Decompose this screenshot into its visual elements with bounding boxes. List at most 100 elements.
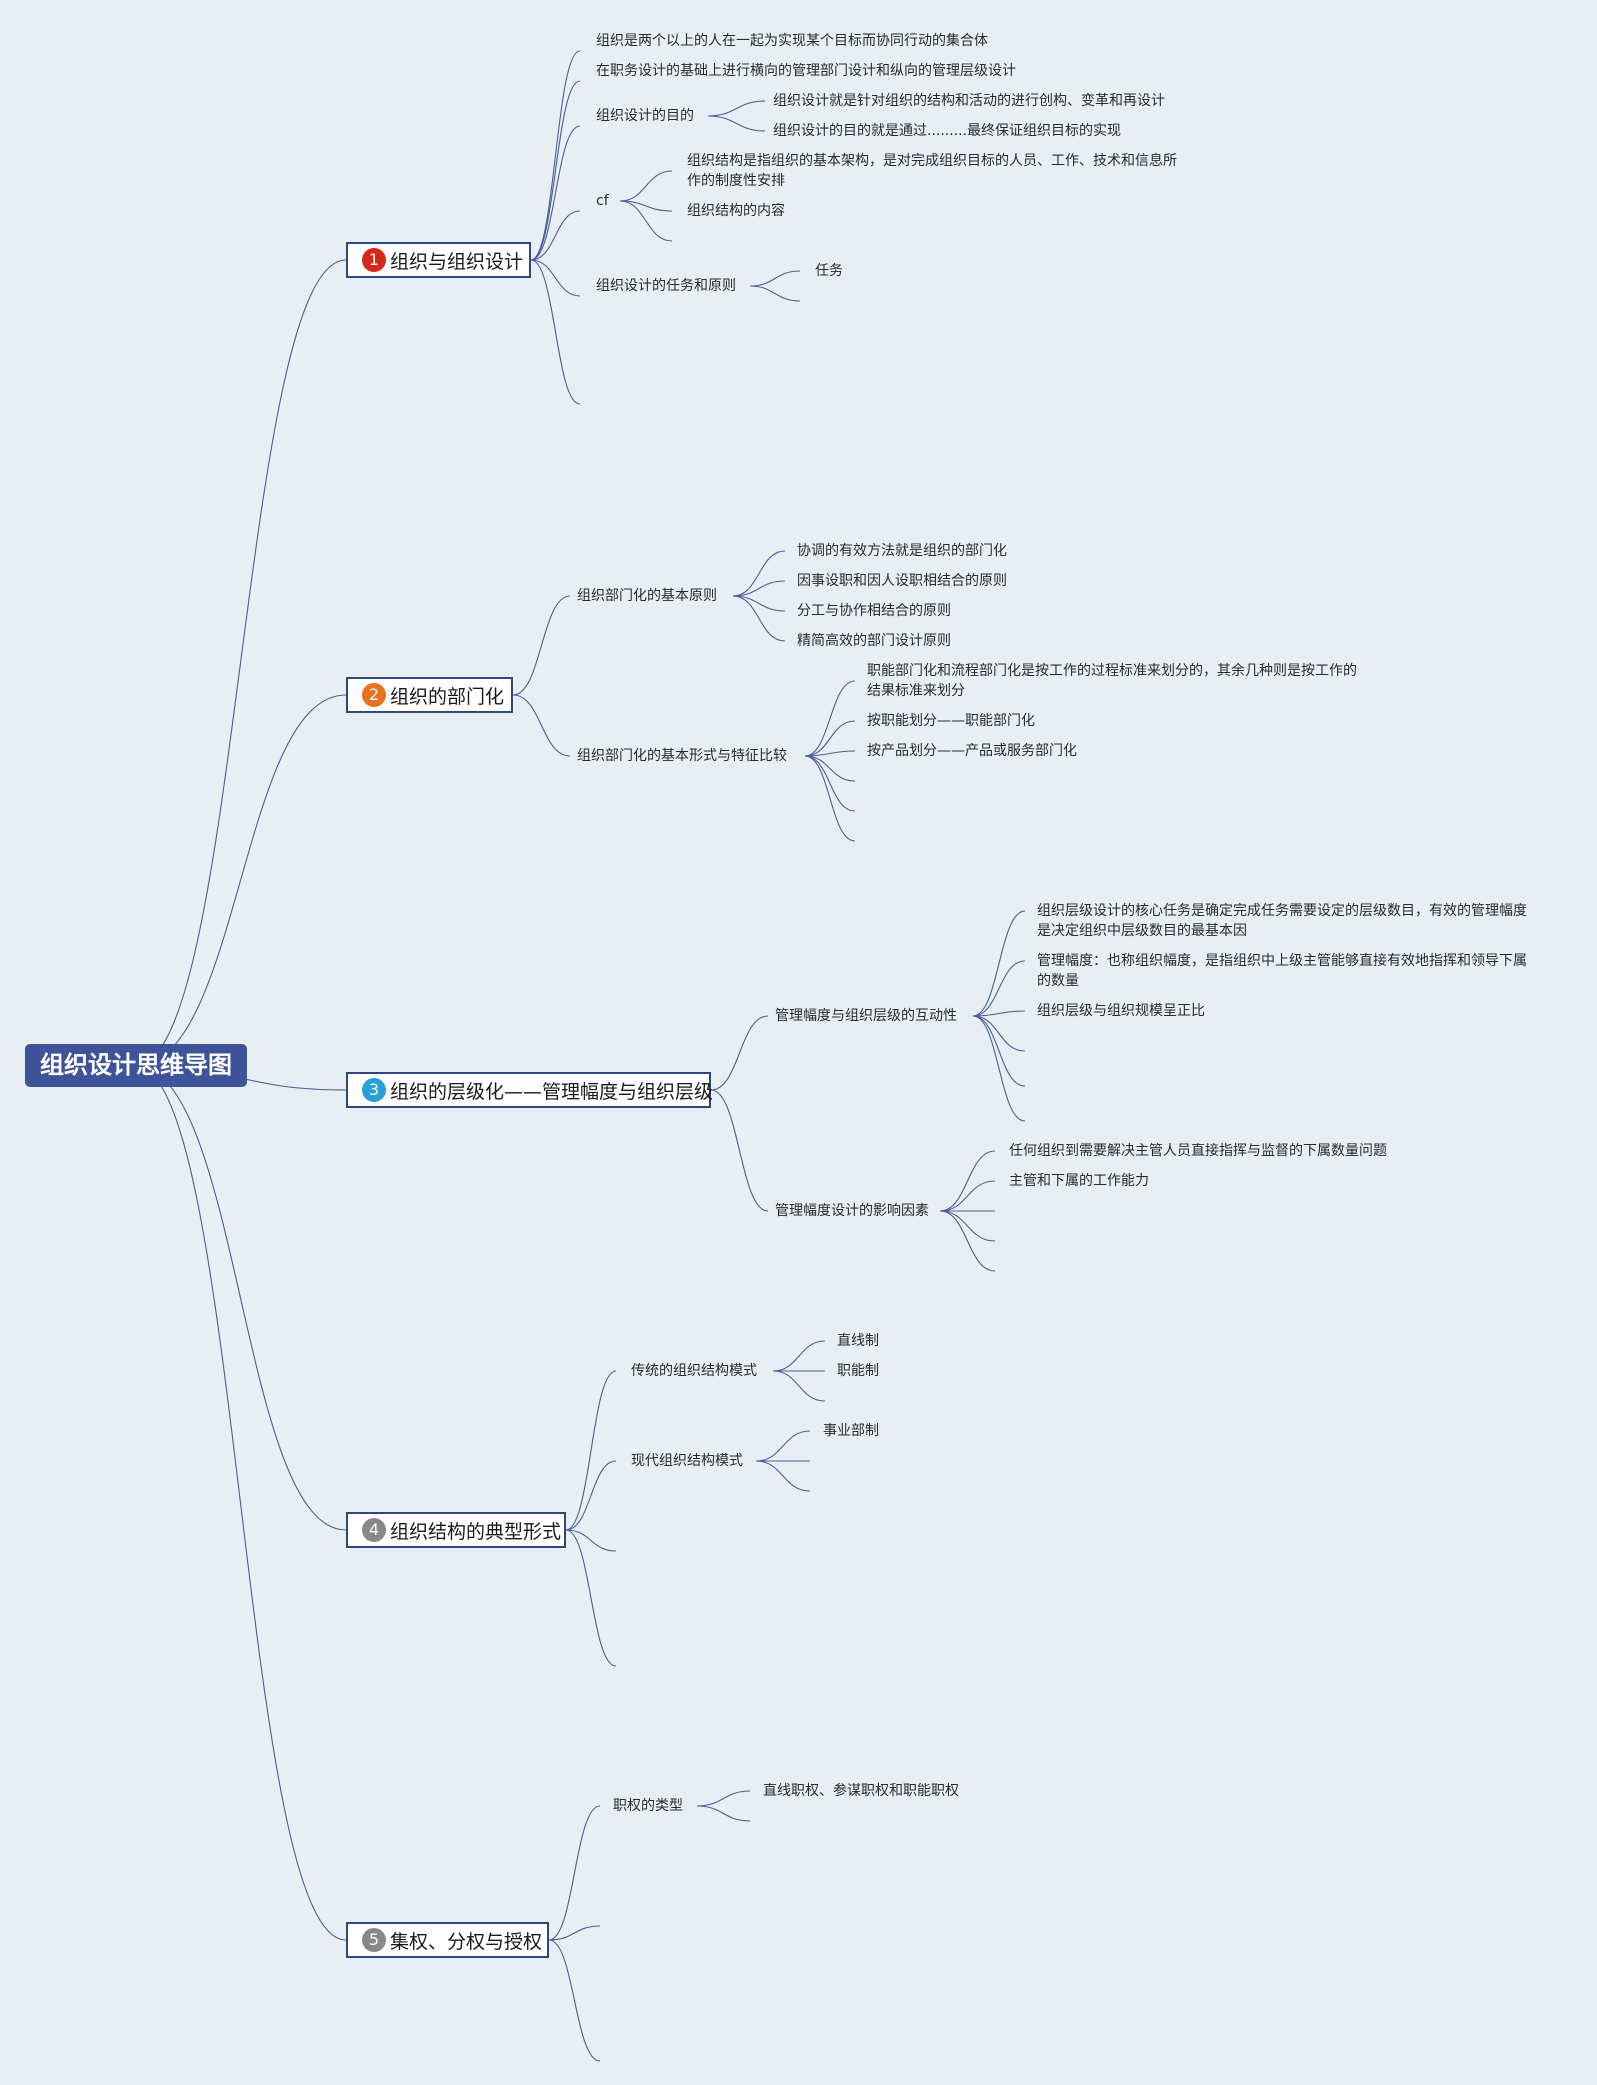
leaf-node[interactable]: 按产品划分——产品或服务部门化 [867, 743, 1077, 759]
connector-line [530, 80, 581, 261]
leaf-node[interactable]: 直线制 [837, 1333, 879, 1349]
leaf-node[interactable]: 职能制 [837, 1363, 879, 1379]
sub-node[interactable]: 管理幅度与组织层级的互动性 [775, 1008, 957, 1024]
leaf-node[interactable]: 组织设计就是针对组织的结构和活动的进行创构、变革和再设计 [773, 93, 1165, 109]
connector-line [972, 910, 1026, 1017]
number-2-badge-icon: 2 [362, 683, 386, 707]
connector-line [804, 755, 856, 812]
leaf-node[interactable]: 组织层级设计的核心任务是确定完成任务需要设定的层级数目，有效的管理幅度 是决定组… [1037, 901, 1527, 941]
connector-line [749, 285, 801, 302]
sub-node[interactable]: 管理幅度设计的影响因素 [775, 1203, 929, 1219]
connector-line [548, 1939, 601, 2062]
branch-node-3[interactable]: 3 组织的层级化——管理幅度与组织层级 [346, 1072, 713, 1108]
sub-node[interactable]: 组织是两个以上的人在一起为实现某个目标而协同行动的集合体 [596, 33, 988, 49]
connector-line [548, 1925, 601, 1941]
leaf-node[interactable]: 因事设职和因人设职相结合的原则 [797, 573, 1007, 589]
leaf-line-1: 组织层级设计的核心任务是确定完成任务需要设定的层级数目，有效的管理幅度 [1037, 903, 1527, 919]
connector-line [707, 100, 766, 117]
connector-line [939, 1210, 996, 1272]
leaf-node[interactable]: 管理幅度：也称组织幅度，是指组织中上级主管能够直接有效地指挥和领导下属 的数量 [1037, 951, 1527, 991]
leaf-node[interactable]: 组织结构是指组织的基本架构，是对完成组织目标的人员、工作、技术和信息所 作的制度… [687, 151, 1177, 191]
connector-line [565, 1529, 617, 1667]
connector-line [134, 1065, 347, 1941]
connector-line [804, 750, 856, 757]
leaf-node[interactable]: 组织设计的目的就是通过.........最终保证组织目标的实现 [773, 123, 1122, 139]
connector-line [134, 1065, 347, 1531]
connector-line [512, 595, 571, 696]
leaf-node[interactable]: 职能部门化和流程部门化是按工作的过程标准来划分的，其余几种则是按工作的 结果标准… [867, 661, 1357, 701]
leaf-node[interactable]: 精简高效的部门设计原则 [797, 633, 951, 649]
branch-label: 组织与组织设计 [390, 250, 524, 273]
branch-node-1[interactable]: 1 组织与组织设计 [346, 242, 531, 278]
branch-node-2[interactable]: 2 组织的部门化 [346, 677, 513, 713]
sub-node[interactable]: 传统的组织结构模式 [631, 1363, 757, 1379]
connector-line [939, 1150, 996, 1212]
connector-line [939, 1180, 996, 1212]
connector-line [939, 1210, 996, 1242]
number-3-badge-icon: 3 [362, 1078, 386, 1102]
leaf-node[interactable]: 直线职权、参谋职权和职能职权 [763, 1783, 959, 1799]
connector-line [565, 1529, 617, 1552]
connector-line [710, 1089, 769, 1212]
leaf-node[interactable]: 任务 [815, 263, 843, 279]
leaf-line-2: 作的制度性安排 [687, 173, 785, 189]
sub-node[interactable]: 组织部门化的基本原则 [577, 588, 717, 604]
leaf-node[interactable]: 主管和下属的工作能力 [1009, 1173, 1149, 1189]
leaf-node[interactable]: 组织层级与组织规模呈正比 [1037, 1003, 1205, 1019]
sub-node[interactable]: 组织部门化的基本形式与特征比较 [577, 748, 787, 764]
connector-line [548, 1805, 601, 1941]
connector-line [619, 200, 673, 242]
connector-line [804, 720, 856, 757]
leaf-node[interactable]: 按职能划分——职能部门化 [867, 713, 1035, 729]
sub-node[interactable]: cf [596, 193, 609, 209]
branch-node-4[interactable]: 4 组织结构的典型形式 [346, 1512, 566, 1548]
sub-node[interactable]: 组织设计的目的 [596, 108, 694, 124]
leaf-line-1: 组织结构是指组织的基本架构，是对完成组织目标的人员、工作、技术和信息所 [687, 153, 1177, 169]
connector-line [772, 1340, 826, 1372]
connector-line [565, 1370, 617, 1531]
leaf-node[interactable]: 任何组织到需要解决主管人员直接指挥与监督的下属数量问题 [1009, 1143, 1387, 1159]
leaf-node[interactable]: 分工与协作相结合的原则 [797, 603, 951, 619]
leaf-node[interactable]: 事业部制 [823, 1423, 879, 1439]
number-4-badge-icon: 4 [362, 1518, 386, 1542]
connector-line [732, 580, 786, 597]
connector-line [972, 960, 1026, 1017]
connector-line [530, 210, 581, 261]
connector-line [749, 270, 801, 287]
sub-node[interactable]: 在职务设计的基础上进行横向的管理部门设计和纵向的管理层级设计 [596, 63, 1016, 79]
leaf-line-2: 的数量 [1037, 973, 1079, 989]
connector-line [755, 1430, 811, 1462]
connector-line [565, 1460, 617, 1531]
leaf-line-1: 管理幅度：也称组织幅度，是指组织中上级主管能够直接有效地指挥和领导下属 [1037, 953, 1527, 969]
connector-line [732, 595, 786, 642]
connector-line [804, 755, 856, 842]
branch-label: 集权、分权与授权 [390, 1930, 543, 1953]
connector-line [696, 1805, 751, 1822]
connector-line [530, 50, 581, 261]
connector-line [972, 1015, 1026, 1122]
connector-line [696, 1790, 751, 1807]
leaf-line-2: 是决定组织中层级数目的最基本因 [1037, 923, 1247, 939]
sub-node[interactable]: 现代组织结构模式 [631, 1453, 743, 1469]
connector-line [619, 170, 673, 202]
connector-line [804, 755, 856, 782]
leaf-line-1: 职能部门化和流程部门化是按工作的过程标准来划分的，其余几种则是按工作的 [867, 663, 1357, 679]
connector-line [530, 259, 581, 405]
connector-line [530, 125, 581, 261]
connector-line [972, 1015, 1026, 1052]
branch-label: 组织结构的典型形式 [390, 1520, 562, 1543]
leaf-node[interactable]: 协调的有效方法就是组织的部门化 [797, 543, 1007, 559]
connector-line [134, 259, 347, 1067]
root-node[interactable]: 组织设计思维导图 [25, 1044, 247, 1087]
connector-line [755, 1460, 811, 1492]
connector-line [772, 1370, 826, 1402]
connector-line [134, 694, 347, 1067]
connector-line [732, 550, 786, 597]
connector-line [732, 595, 786, 612]
branch-node-5[interactable]: 5 集权、分权与授权 [346, 1922, 549, 1958]
connector-line [512, 694, 571, 757]
leaf-node[interactable]: 组织结构的内容 [687, 203, 785, 219]
sub-node[interactable]: 组织设计的任务和原则 [596, 278, 736, 294]
sub-node[interactable]: 职权的类型 [613, 1798, 683, 1814]
